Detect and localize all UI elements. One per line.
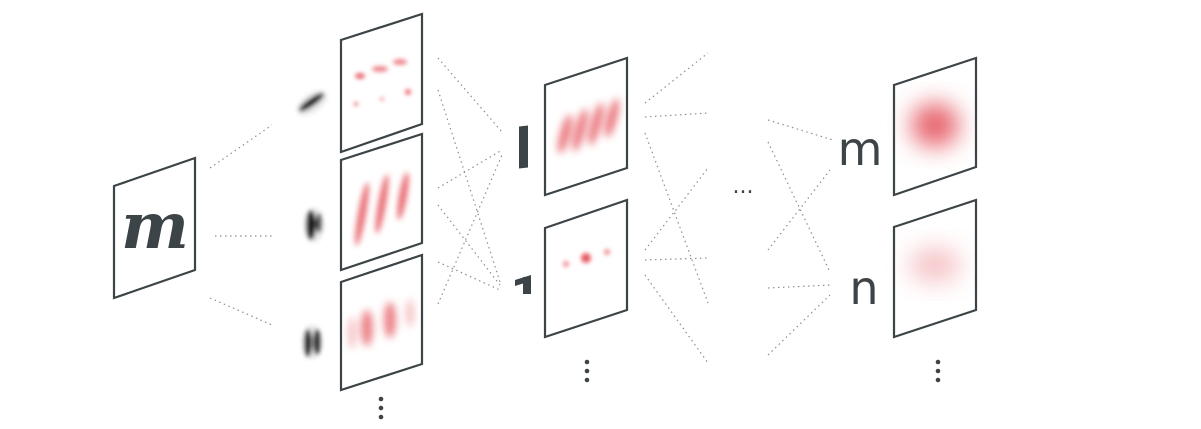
layer3-label-m: m (838, 122, 883, 176)
vertical-bar-icon (519, 125, 528, 169)
vertical-dots-icon (935, 359, 941, 383)
layer1-map-1 (339, 12, 424, 154)
layer2-map-1 (543, 56, 629, 197)
layer3-label-n: n (849, 261, 878, 315)
gabor-filter-icon (304, 208, 324, 242)
t-shape-icon (515, 275, 531, 294)
input-letter: m (121, 189, 189, 264)
layer1-map-3 (339, 253, 424, 392)
layer2-map-2 (543, 198, 629, 339)
horizontal-ellipsis: ... (733, 174, 754, 199)
vertical-dots-icon (584, 359, 590, 383)
layer3-map-n (892, 198, 978, 339)
connector-lines (209, 52, 834, 364)
input-image-card: m (112, 156, 197, 300)
vertical-dots-icon (378, 396, 384, 420)
layer1-map-2 (339, 132, 424, 272)
gabor-filter-icon (302, 325, 322, 359)
gabor-filter-icon (297, 90, 327, 116)
layer3-map-m (892, 56, 978, 197)
